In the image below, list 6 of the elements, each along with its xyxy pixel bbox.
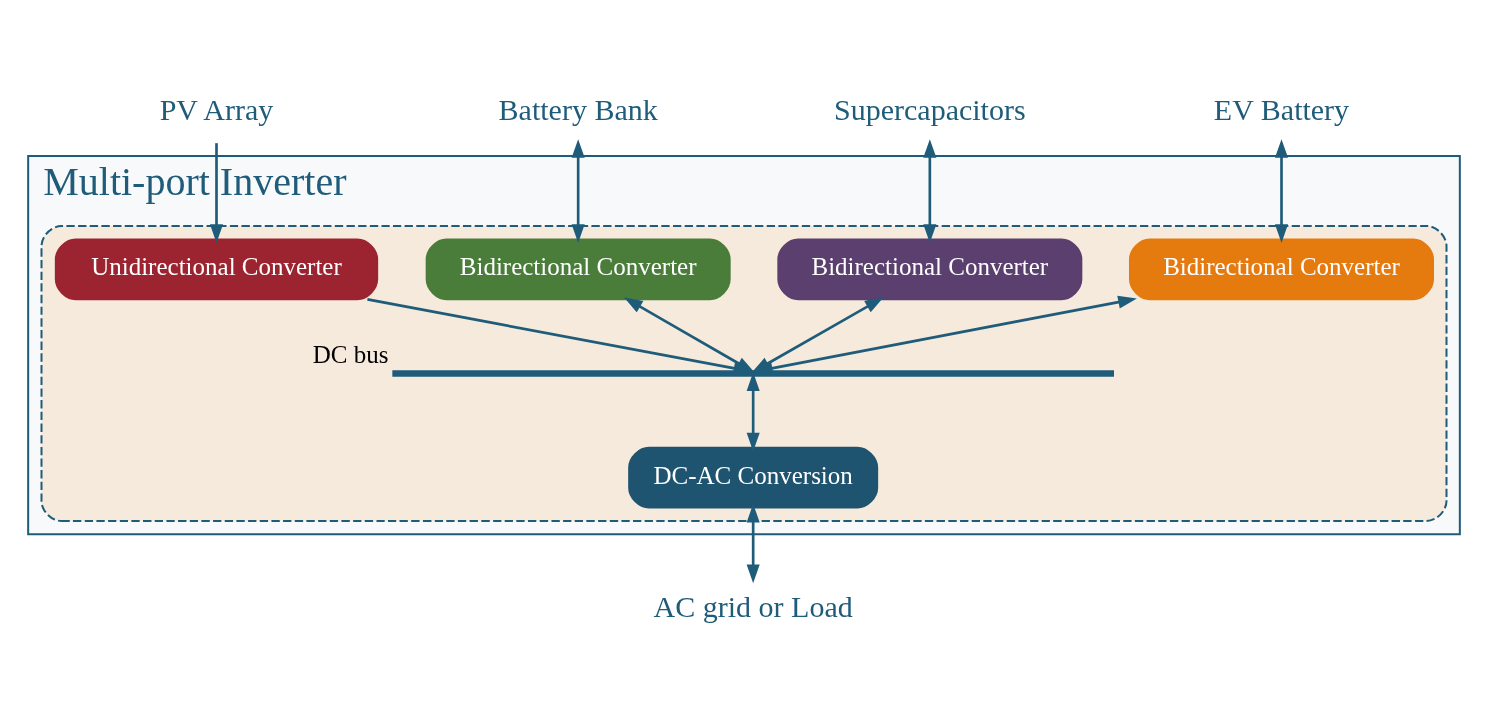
node-text: PV Array	[159, 92, 274, 126]
node-text: AC grid or Load	[653, 589, 853, 623]
node-label: DC bus	[312, 340, 389, 368]
node-text: Battery Bank	[498, 92, 658, 126]
node-text: EV Battery	[1213, 92, 1350, 126]
node-text: Supercapacitors	[834, 92, 1026, 126]
